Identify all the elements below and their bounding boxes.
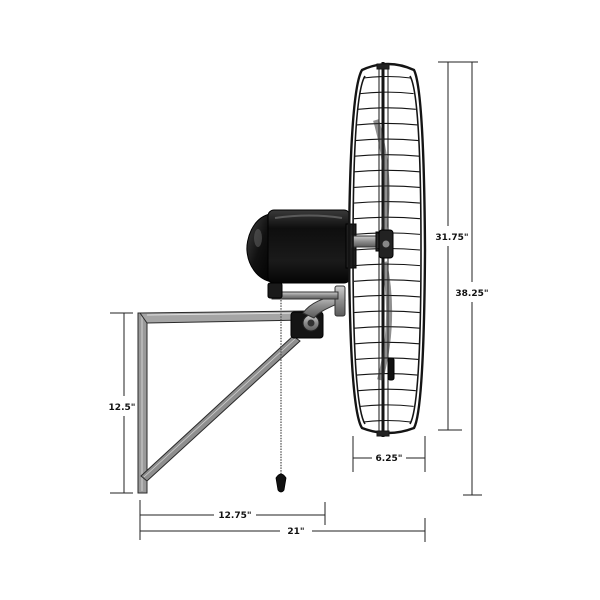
cage-ring-wire [358, 388, 416, 392]
cage-ring-wire [360, 404, 414, 407]
dimension-label-grille-height: 31.75" [435, 233, 468, 243]
dimension-label-bracket-depth: 12.75" [218, 511, 251, 521]
cage-ring-wire [353, 263, 421, 267]
cage-ring-wire [356, 122, 418, 126]
dimension-bracket-depth: 12.75" [139, 500, 326, 540]
pull-chain-icon [275, 300, 287, 493]
dimension-label-bracket-height: 12.5" [109, 403, 136, 413]
cage-ring-wire [363, 75, 411, 79]
dimension-label-total-depth: 21" [287, 527, 304, 537]
dimension-grille-depth: 6.25" [352, 436, 426, 472]
dimension-grille-height: 31.75" [435, 61, 478, 431]
wall-bracket [137, 310, 306, 494]
tilt-mount [267, 282, 346, 339]
cage-ring-wire [363, 419, 411, 423]
cage-ring-wire [356, 373, 418, 376]
fan-grille [347, 62, 427, 437]
dimension-label-grille-depth: 6.25" [376, 454, 403, 464]
cage-ring-wire [355, 138, 419, 142]
dimension-bracket-height: 12.5" [109, 312, 136, 494]
dimension-label-total-height: 38.25" [455, 289, 488, 299]
dimension-total-height: 38.25" [455, 62, 489, 496]
cage-ring-wire [360, 91, 414, 95]
motor-housing [246, 209, 389, 284]
cage-ring-wire [358, 107, 416, 110]
dimension-total-depth: 21" [140, 518, 426, 542]
cage-ring-wire [354, 154, 420, 157]
dimension-lines: 31.75" 38.25" 6.25" 12.5" [109, 61, 489, 542]
